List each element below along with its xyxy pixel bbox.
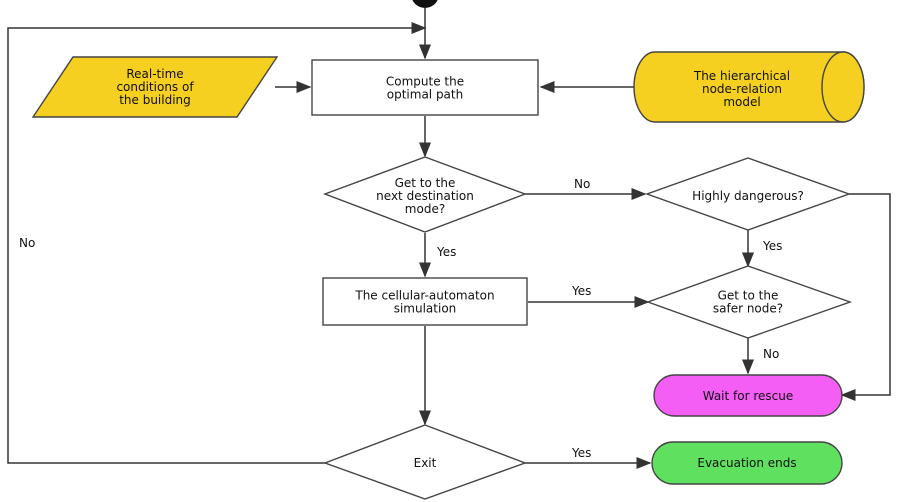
realtime-label-line: the building [119,93,191,107]
get-next-label-line: mode? [405,202,445,216]
end-node [651,441,843,485]
wait-label-line: Wait for rescue [703,389,794,403]
realtime-label-line: conditions of [116,80,194,94]
edge-label-no-danger: No [574,177,590,191]
start-node [412,0,438,8]
safer-label-line: Get to the [718,289,779,303]
realtime-label-line: Real-time [126,67,183,81]
edge-label-yes-down: Yes [436,245,456,259]
ca-sim-node [322,277,528,326]
edges [7,8,891,469]
get-next-decision [323,156,527,233]
edge-exit-loop [7,22,427,464]
wait-label: Wait for rescue [703,389,794,403]
end-label: Evacuation ends [697,456,796,470]
compute-label-line: optimal path [387,88,463,102]
danger-label-line: Highly dangerous? [692,189,804,203]
edge-label-no-safer: No [763,347,779,361]
exit-label: Exit [414,456,437,470]
edge-label-loop-no: No [19,236,35,250]
edge-danger-wait [840,193,891,401]
model-label-line: The hierarchical [693,69,790,83]
edge-label-yes-safer: Yes [571,284,591,298]
model-label-line: model [723,95,760,109]
model-node [633,51,865,123]
get-next-label-line: Get to the [395,176,456,190]
safer-label-line: safer node? [713,302,783,316]
danger-decision [644,157,852,231]
exit-label-line: Exit [414,456,437,470]
compute-node [311,59,539,116]
edge-label-yes-end: Yes [571,446,591,460]
ca-sim-label-line: The cellular-automaton [354,289,494,303]
ca-sim-label-line: simulation [394,302,457,316]
get-next-label-line: next destination [376,189,474,203]
end-label-line: Evacuation ends [697,456,796,470]
danger-label: Highly dangerous? [692,189,804,203]
compute-label-line: Compute the [386,75,464,89]
wait-node [653,374,843,417]
safer-decision [645,265,853,339]
exit-decision [322,424,528,500]
realtime-node [31,56,279,118]
edge-label-yes-danger-down: Yes [762,239,782,253]
model-label-line: node-relation [702,82,782,96]
